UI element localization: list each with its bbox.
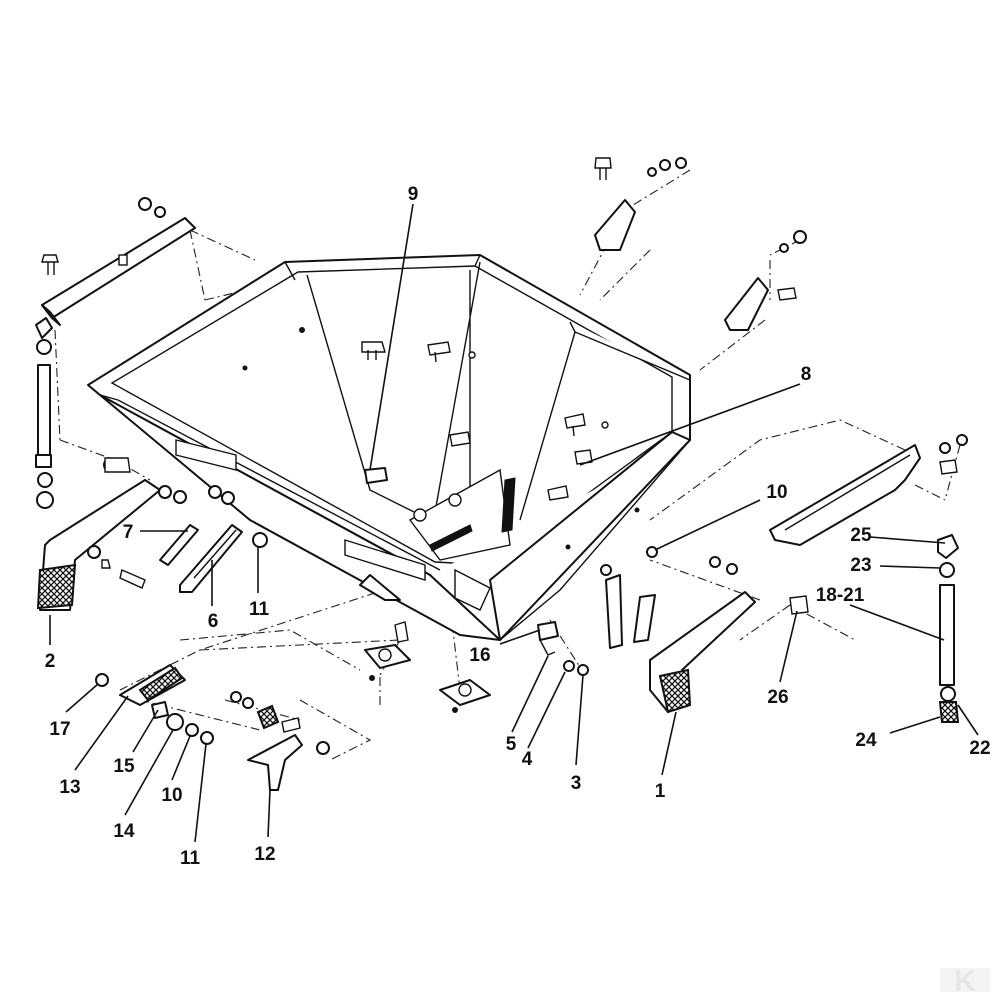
right-foot-bracket — [600, 546, 809, 714]
callout-1: 1 — [655, 781, 666, 802]
brand-logo-letter: K — [954, 965, 976, 998]
leader-lines — [49, 203, 979, 843]
right-rail-bracket — [769, 434, 968, 546]
callout-5: 5 — [506, 734, 517, 755]
left-top-bracket — [41, 197, 196, 326]
brand-logo-icon: K — [940, 965, 990, 998]
callout-14: 14 — [113, 821, 135, 842]
callout-3: 3 — [571, 773, 582, 794]
callout-26: 26 — [767, 687, 788, 708]
callout-13: 13 — [59, 777, 80, 798]
center-bolt-set — [364, 621, 589, 713]
left-rod-assembly — [35, 317, 54, 509]
callout-4: 4 — [522, 749, 533, 770]
agitator-strips — [159, 524, 268, 593]
callout-10-upper: 10 — [766, 482, 787, 503]
callout-2: 2 — [45, 651, 56, 672]
hopper-bolts — [361, 341, 609, 522]
left-foot-bracket — [36, 457, 235, 611]
callout-11-upper: 11 — [249, 599, 270, 620]
assembly-guide-lines — [54, 169, 961, 761]
callout-23: 23 — [850, 555, 871, 576]
callout-25: 25 — [850, 525, 872, 546]
callout-7: 7 — [123, 522, 134, 543]
right-top-brackets — [594, 157, 807, 331]
callout-22: 22 — [969, 738, 990, 759]
callout-24: 24 — [855, 730, 877, 751]
callout-8: 8 — [801, 364, 812, 385]
callout-12: 12 — [254, 844, 275, 865]
callout-18-21: 18-21 — [816, 585, 865, 606]
right-rod-assembly — [937, 534, 960, 723]
callout-15: 15 — [113, 756, 135, 777]
callout-16: 16 — [469, 645, 490, 666]
callouts: 1 2 3 4 5 6 7 8 9 10 10 11 11 12 13 14 1… — [45, 184, 991, 869]
callout-10-lower: 10 — [161, 785, 182, 806]
lower-linkage — [95, 664, 330, 791]
callout-6: 6 — [208, 611, 219, 632]
callout-11-lower: 11 — [180, 848, 201, 869]
callout-17: 17 — [49, 719, 70, 740]
hopper-body — [87, 254, 691, 641]
callout-9: 9 — [408, 184, 419, 205]
